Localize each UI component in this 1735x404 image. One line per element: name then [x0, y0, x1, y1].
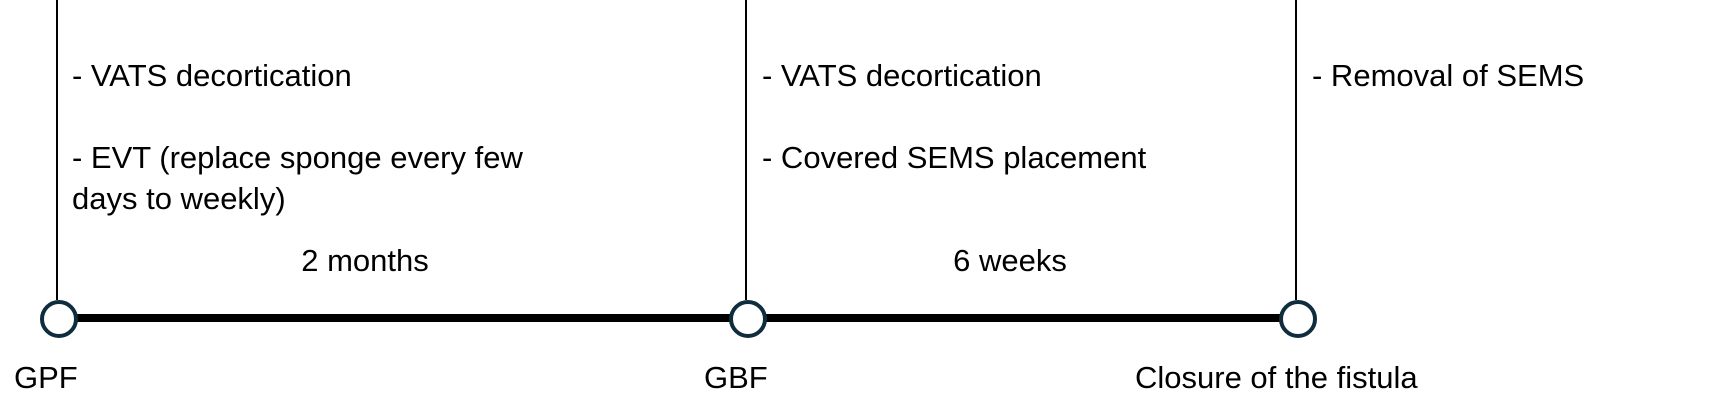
treatment-list-2: - VATS decortication - Covered SEMS plac…: [762, 14, 1282, 219]
timeline-segment-1: [57, 314, 747, 322]
timeline-segment-2: [746, 314, 1296, 322]
treatment-item: - VATS decortication: [72, 58, 352, 93]
milestone-label-closure: Closure of the fistula: [1135, 360, 1418, 395]
duration-label-1: 2 months: [301, 243, 429, 278]
treatment-list-3: - Removal of SEMS: [1312, 14, 1732, 137]
milestone-node-gbf: [729, 300, 767, 338]
milestone-node-closure: [1279, 300, 1317, 338]
treatment-item: - Removal of SEMS: [1312, 58, 1585, 93]
treatment-item: - Covered SEMS placement: [762, 140, 1147, 175]
milestone-label-gbf: GBF: [704, 360, 768, 395]
milestone-node-gpf: [40, 300, 78, 338]
duration-label-2: 6 weeks: [953, 243, 1067, 278]
milestone-stem-2: [745, 0, 747, 300]
treatment-item: - VATS decortication: [762, 58, 1042, 93]
milestone-label-gpf: GPF: [14, 360, 78, 395]
treatment-item: - EVT (replace sponge every few days to …: [72, 140, 523, 216]
milestone-stem-3: [1295, 0, 1297, 300]
treatment-list-1: - VATS decortication - EVT (replace spon…: [72, 14, 592, 260]
milestone-stem-1: [56, 0, 58, 300]
